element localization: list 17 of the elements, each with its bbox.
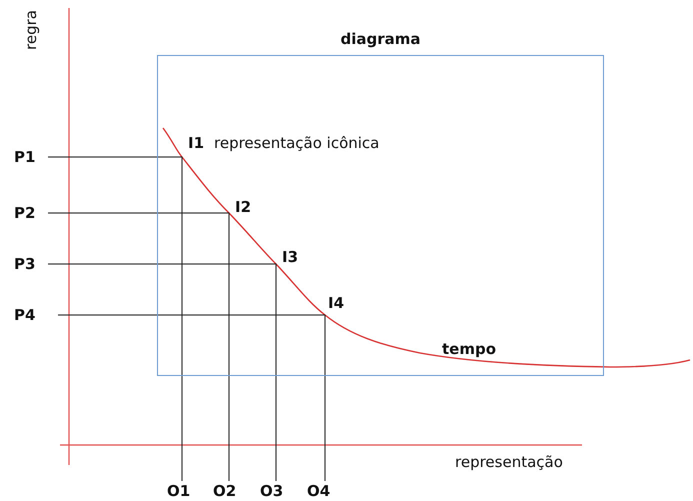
point-label: O2 [213, 482, 236, 500]
point-label: I1 [188, 134, 204, 152]
axis-label: representação [455, 453, 563, 471]
point-label: O4 [307, 482, 330, 500]
curve-label: representação icônica [214, 134, 380, 152]
node-label: diagrama [340, 30, 420, 48]
axis-label: regra [22, 10, 40, 50]
point-label: O3 [260, 482, 284, 500]
point-label: P4 [14, 306, 36, 324]
point-label: P3 [14, 255, 36, 273]
point-label: I4 [328, 294, 344, 312]
point-label: I3 [282, 248, 298, 266]
point-label: O1 [167, 482, 190, 500]
point-label: P1 [14, 148, 36, 166]
point-label: I2 [235, 198, 252, 216]
point-label: P2 [14, 204, 36, 222]
curve-label: tempo [442, 340, 496, 358]
